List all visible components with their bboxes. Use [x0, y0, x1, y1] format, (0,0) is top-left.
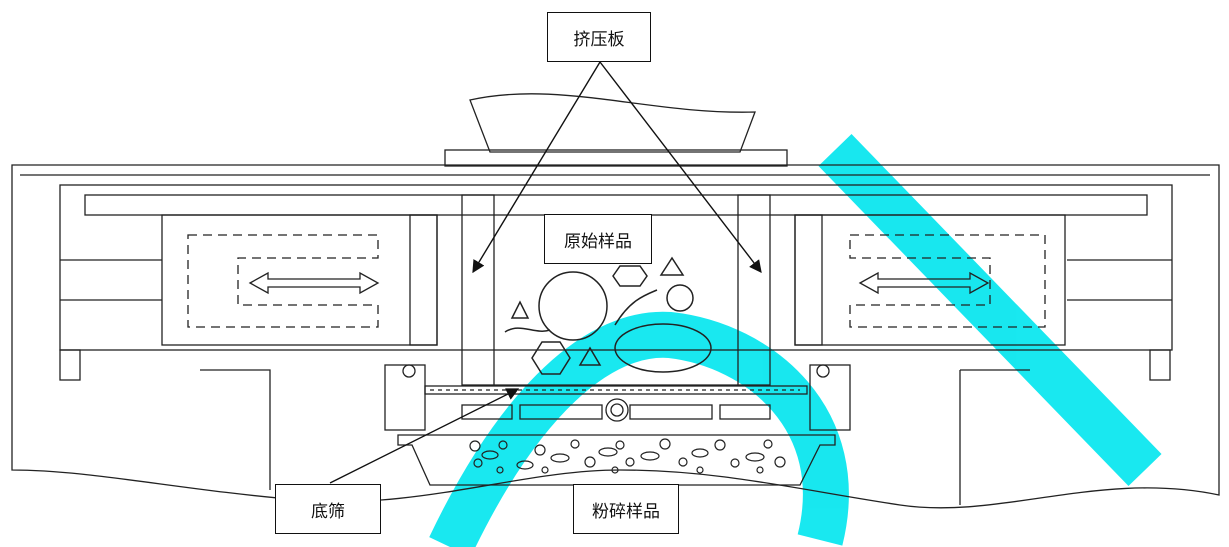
watermark — [429, 133, 1162, 547]
leader-arrows — [329, 61, 762, 484]
machine-body — [11, 93, 1220, 509]
crushed-particles — [469, 438, 786, 474]
crushed-sample-label: 粉碎样品 — [573, 484, 679, 534]
bottom-screen-label: 底筛 — [275, 484, 381, 534]
raw-sample-label: 原始样品 — [544, 214, 652, 264]
squeeze-plate-label: 挤压板 — [547, 12, 651, 62]
raw-sample-shapes — [504, 256, 712, 375]
